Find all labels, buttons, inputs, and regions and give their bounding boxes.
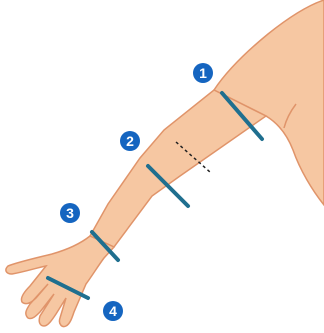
marker-4: 4 [103,301,123,321]
marker-2: 2 [120,131,140,151]
marker-4-label: 4 [109,303,117,319]
marker-1-label: 1 [199,65,207,81]
marker-3: 3 [60,203,80,223]
marker-2-label: 2 [126,133,134,149]
marker-1: 1 [193,63,213,83]
hand-shape [6,236,114,327]
marker-3-label: 3 [66,205,74,221]
